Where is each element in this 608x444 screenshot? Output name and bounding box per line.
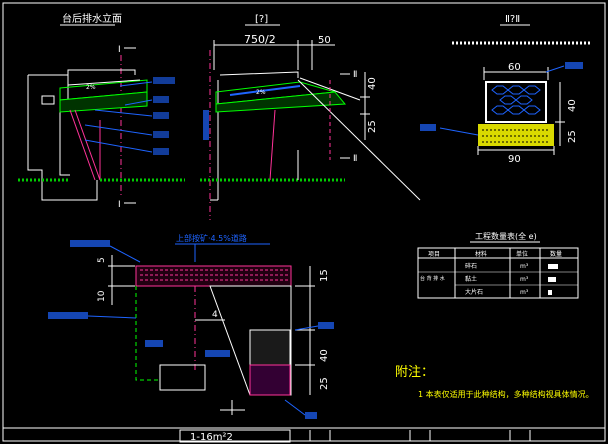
section-I-top: I: [118, 45, 121, 55]
leader-lines: [84, 81, 153, 153]
dim-4: 4: [212, 310, 218, 320]
pavement-hatch: [140, 269, 290, 281]
leader-labels: [153, 77, 175, 155]
table-row-material: 黏土: [465, 275, 477, 283]
table-header-qty: 数量: [550, 250, 562, 258]
table-row-material: 大片石: [465, 288, 483, 296]
embankment-slope: [297, 79, 421, 201]
pavement-layer: [135, 265, 292, 287]
bottom-leader-labels: [48, 240, 334, 419]
dim-40-right: 40: [567, 99, 578, 112]
title-mid: [?]: [255, 14, 268, 25]
dimension-90: [477, 146, 555, 155]
mid-vertical-dims: [360, 72, 370, 140]
section-II-top: Ⅱ: [353, 70, 357, 80]
clay-region: [249, 364, 291, 396]
slope-label-mid: 2%: [256, 89, 266, 96]
table-row-material: 碎石: [465, 262, 477, 270]
hex-fill: [491, 85, 541, 115]
note-item: 1 本表仅适用于此种结构，多种结构视具体情况。: [418, 389, 594, 399]
backfill-outline: [209, 285, 292, 396]
hatch-line: [69, 109, 96, 181]
table-header-unit: 单位: [516, 250, 528, 258]
mid-annotations: [203, 110, 209, 140]
section-I-bottom: I: [118, 200, 121, 210]
bottom-structure-left: [135, 286, 160, 381]
bottom-leader-lines: [87, 245, 319, 416]
mid-hatch-line: [269, 109, 276, 181]
dim-750: 750/2: [244, 33, 276, 46]
drain-box: [485, 81, 547, 123]
dim-60: 60: [508, 62, 521, 73]
section-II-bottom: Ⅱ: [353, 154, 357, 164]
dim-10: 10: [97, 290, 107, 302]
table-row-unit: m³: [520, 276, 529, 283]
hatch-line: [74, 109, 101, 181]
gravel-region: [249, 329, 291, 366]
table-row-unit: m³: [520, 289, 529, 296]
dim-40-mid: 40: [367, 77, 378, 90]
dim-5: 5: [97, 257, 107, 263]
table-group-label: 台 背 排 水: [420, 275, 445, 282]
table-header-item: 项目: [428, 251, 440, 258]
title-left: 台后排水立面: [62, 12, 122, 25]
dim-15: 15: [319, 269, 330, 282]
dim-90: 90: [508, 154, 521, 165]
title-right: Ⅱ?Ⅱ: [505, 14, 520, 25]
footer-box: [179, 429, 291, 443]
bottom-right-dims: [295, 266, 315, 395]
bottom-top-label: 上部按矿·4.5%道路: [176, 233, 247, 243]
slope-label: 2%: [86, 84, 96, 91]
abutment: [27, 69, 136, 201]
table-row-qty: [548, 277, 556, 282]
mid-gravel-layer: [215, 91, 347, 113]
footer-label: 1-16m²2: [190, 432, 233, 443]
table-row-qty: [548, 290, 552, 295]
dim-25-bottom: 25: [319, 377, 330, 390]
table-row-qty: [548, 264, 558, 269]
dimension-60: [483, 67, 549, 80]
drain-pipe-box: [159, 364, 206, 391]
dim-25-mid: 25: [367, 120, 378, 133]
leader-label: [565, 62, 583, 69]
detail-vertical-dims: [555, 82, 565, 146]
leader-line: [439, 127, 479, 136]
clay-hatch: [482, 129, 550, 143]
dim-50-top: 50: [318, 35, 331, 46]
leader-line: [545, 65, 565, 73]
gravel-layer: [59, 91, 148, 113]
table-title: 工程数量表(全 e): [475, 231, 537, 241]
dim-40-bottom: 40: [319, 349, 330, 362]
table-row-unit: m³: [520, 263, 529, 270]
quantity-table: [417, 247, 579, 299]
bottom-left-dims: [108, 255, 135, 305]
clay-layer: [478, 124, 554, 146]
notes-title: 附注：: [395, 365, 434, 380]
dim-25-right: 25: [567, 130, 578, 143]
road-surface: [67, 79, 141, 86]
table-header-material: 材料: [475, 250, 487, 258]
dimension-50: [298, 40, 335, 70]
leader-label: [420, 124, 436, 131]
mid-drain-pipe: [229, 85, 301, 96]
